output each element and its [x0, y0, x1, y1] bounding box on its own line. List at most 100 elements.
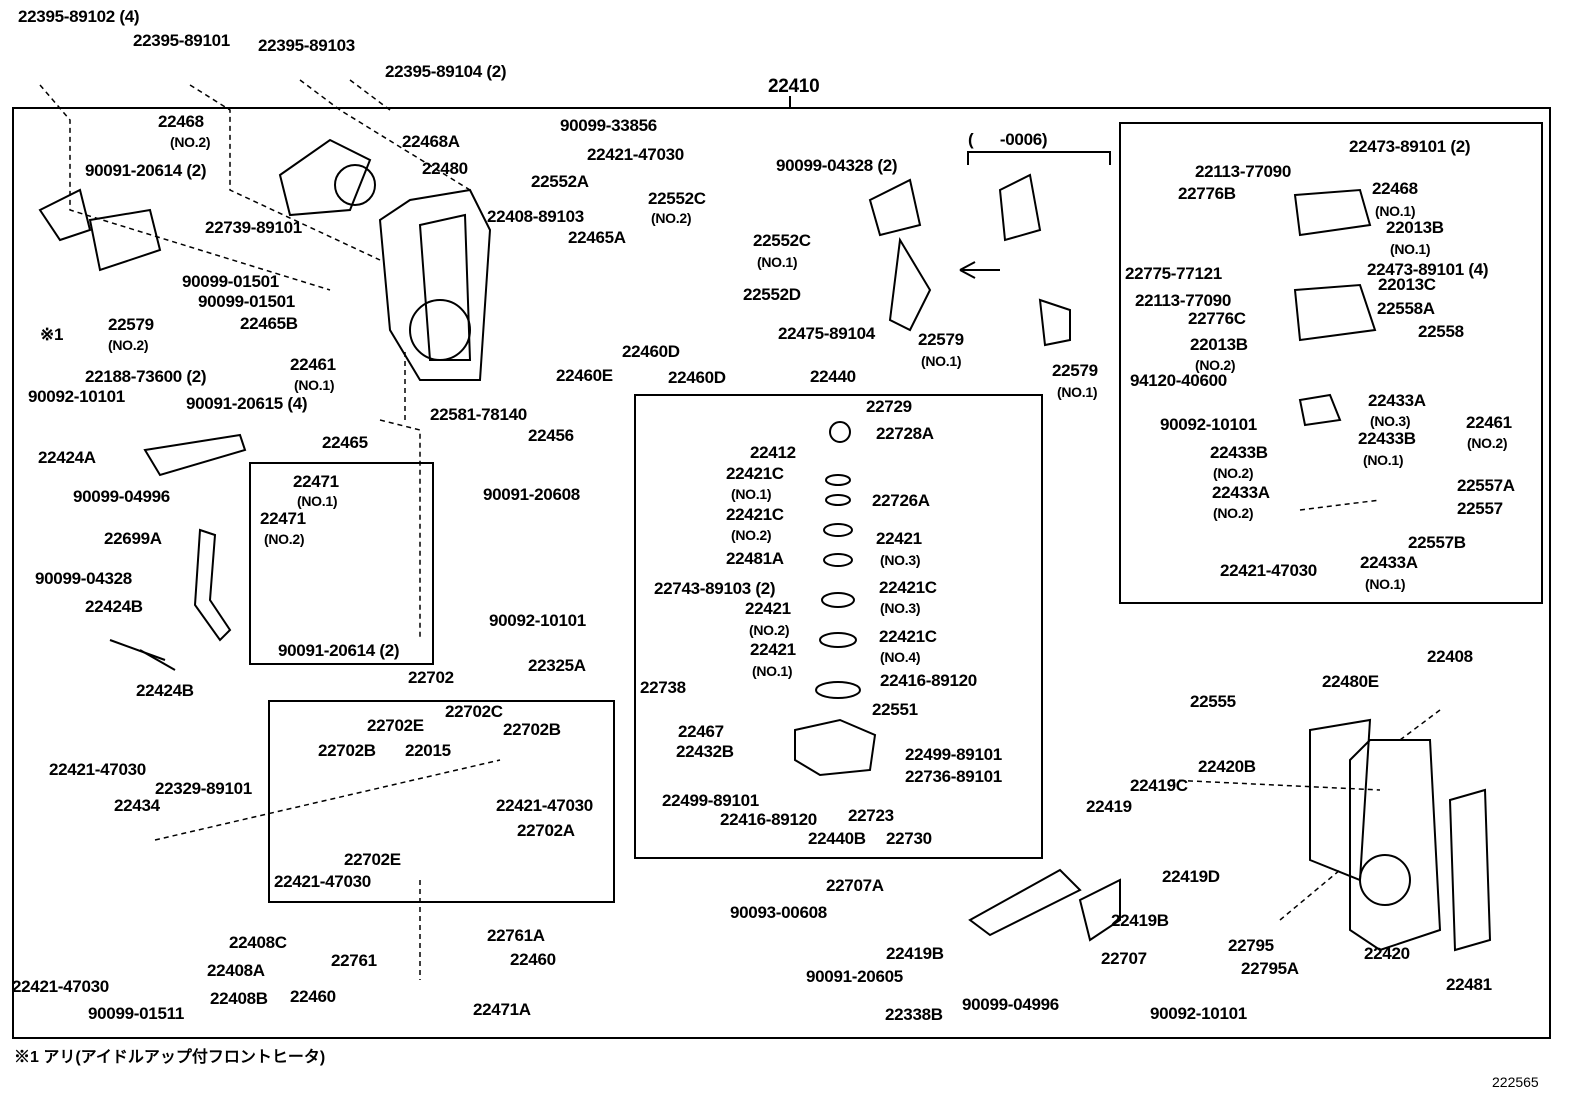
part-label: 22440B	[808, 829, 866, 848]
part-label: 22728A	[876, 424, 934, 443]
group-box-governor-cover	[1119, 122, 1543, 604]
serial-range-bracket	[967, 151, 1111, 165]
part-label: (NO.2)	[1195, 357, 1236, 373]
part-label: 90092-10101	[1150, 1004, 1247, 1023]
dashed-leaders	[39, 79, 1441, 980]
part-label: 22707A	[826, 876, 884, 895]
part-label: (NO.2)	[170, 134, 211, 150]
part-label: 22419D	[1162, 867, 1220, 886]
part-label: 22775-77121	[1125, 264, 1222, 283]
part-label: 22702C	[445, 702, 503, 721]
part-label: (NO.2)	[1213, 505, 1254, 521]
part-label: 22420	[1364, 944, 1410, 963]
part-label: 22433A	[1360, 553, 1418, 572]
part-label: 22433A	[1212, 483, 1270, 502]
footnote: ※1 アリ(アイドルアップ付フロントヒータ)	[14, 1049, 326, 1066]
part-label: 22424B	[85, 597, 143, 616]
part-label: 22338B	[885, 1005, 943, 1024]
part-label: (NO.1)	[757, 254, 798, 270]
part-label: 22702E	[344, 850, 401, 869]
part-label: 22419B	[1111, 911, 1169, 930]
part-label: 22395-89101	[133, 31, 230, 50]
part-label: 22481A	[726, 549, 784, 568]
part-label: 90099-01511	[88, 1004, 184, 1023]
arrow-left	[959, 261, 1000, 279]
part-label: 94120-40600	[1130, 371, 1227, 390]
part-label: 22408B	[210, 989, 268, 1008]
part-label: 22481	[1446, 975, 1492, 994]
part-label: 22702E	[367, 716, 424, 735]
part-label: 22013B	[1386, 218, 1444, 237]
governor-cover-parts	[1293, 188, 1377, 427]
part-label: 22460E	[556, 366, 613, 385]
part-label: 90091-20614 (2)	[85, 161, 207, 180]
part-label: 22707	[1101, 949, 1147, 968]
part-label: (NO.1)	[1057, 384, 1098, 400]
part-label: 22558	[1418, 322, 1464, 341]
part-label: 90099-04996	[73, 487, 170, 506]
part-label: 90099-04328 (2)	[776, 156, 898, 175]
part-label: 22726A	[872, 491, 930, 510]
part-label: 22499-89101	[662, 791, 759, 810]
housing-22420	[1309, 718, 1492, 952]
part-label: 22579	[108, 315, 154, 334]
gasket-22468	[278, 138, 376, 217]
part-label: 22395-89104 (2)	[385, 62, 507, 81]
part-label: 22440	[810, 367, 856, 386]
part-label: 22408A	[207, 961, 265, 980]
part-label: 22015	[405, 741, 451, 760]
part-label: 90091-20614 (2)	[278, 641, 400, 660]
main-assembly-frame	[12, 107, 1551, 1039]
part-label: 22433B	[1210, 443, 1268, 462]
part-label: 22736-89101	[905, 767, 1002, 786]
part-label: (NO.1)	[1363, 452, 1404, 468]
part-label: 22424A	[38, 448, 96, 467]
part-label: 22421-47030	[1220, 561, 1317, 580]
part-label: 90099-04328	[35, 569, 132, 588]
part-label: 22702A	[517, 821, 575, 840]
part-label: 22552D	[743, 285, 801, 304]
part-label: 22461	[1466, 413, 1512, 432]
part-label: (NO.2)	[1213, 465, 1254, 481]
part-label: 22113-77090	[1135, 291, 1231, 310]
part-label: 22557B	[1408, 533, 1466, 552]
part-label: (NO.1)	[294, 377, 335, 393]
diagram-code: 222565	[1492, 1074, 1539, 1090]
part-label: 22761A	[487, 926, 545, 945]
part-label: 22552C	[753, 231, 811, 250]
part-label: 90099-01501	[198, 292, 295, 311]
part-label: (NO.1)	[1390, 241, 1431, 257]
part-label: 22419	[1086, 797, 1132, 816]
group-box-22465	[249, 462, 434, 665]
part-label: 22421-47030	[587, 145, 684, 164]
part-label: (NO.2)	[1467, 435, 1508, 451]
part-label: 22113-77090	[1195, 162, 1291, 181]
part-label: (NO.2)	[731, 527, 772, 543]
part-label: 22795A	[1241, 959, 1299, 978]
part-label: 90099-04996	[962, 995, 1059, 1014]
part-label: 22557	[1457, 499, 1503, 518]
part-label: 22702B	[318, 741, 376, 760]
part-label: 22421C	[726, 464, 784, 483]
part-label: 22739-89101	[205, 218, 302, 237]
part-label: (NO.2)	[264, 531, 305, 547]
part-label: 22468A	[402, 132, 460, 151]
part-label: (NO.4)	[880, 649, 921, 665]
part-label: 22557A	[1457, 476, 1515, 495]
part-label: 90091-20605	[806, 967, 903, 986]
actuator-22579-no2	[38, 188, 162, 272]
part-label: 90092-10101	[28, 387, 125, 406]
part-label: 22581-78140	[430, 405, 527, 424]
part-label: 22471A	[473, 1000, 531, 1019]
part-label: (NO.1)	[921, 353, 962, 369]
part-label: 22419C	[1130, 776, 1188, 795]
part-label: 22416-89120	[720, 810, 817, 829]
part-label: 22460D	[668, 368, 726, 387]
part-label: 22761	[331, 951, 377, 970]
part-label: 22473-89101 (4)	[1367, 260, 1489, 279]
actuator-22579-no1-alt	[998, 173, 1071, 347]
link-parts-22424	[109, 433, 247, 671]
part-label: 22579	[1052, 361, 1098, 380]
part-label: 22558A	[1377, 299, 1435, 318]
